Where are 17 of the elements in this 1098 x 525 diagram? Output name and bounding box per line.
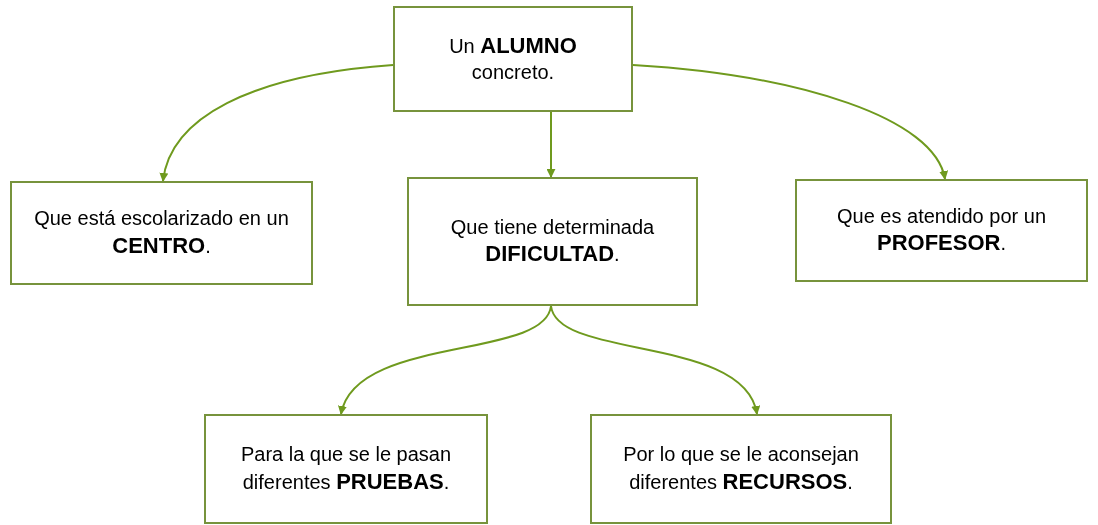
concept-box bbox=[407, 177, 698, 306]
curved-arrow bbox=[546, 111, 556, 178]
concept-box bbox=[590, 414, 892, 524]
concept-box bbox=[795, 179, 1088, 282]
box-text: Que es atendido por un PROFESOR. bbox=[835, 203, 1047, 258]
box-text: Para la que se le pasan diferentes PRUEBAS. bbox=[239, 442, 453, 496]
box-text: Un ALUMNO concreto. bbox=[448, 32, 578, 86]
curved-arrow bbox=[632, 64, 947, 180]
box-text: Que está escolarizado en un CENTRO. bbox=[33, 206, 290, 260]
concept-box bbox=[204, 414, 488, 524]
box-text: Que tiene determinada DIFICULTAD. bbox=[449, 214, 656, 269]
curved-arrow bbox=[550, 305, 759, 415]
curved-arrow bbox=[339, 305, 552, 415]
box-text: Por lo que se le aconsejan diferentes RECURSOS. bbox=[622, 442, 860, 496]
curved-arrow bbox=[160, 64, 394, 182]
concept-box bbox=[393, 6, 633, 112]
concept-box bbox=[10, 181, 313, 285]
